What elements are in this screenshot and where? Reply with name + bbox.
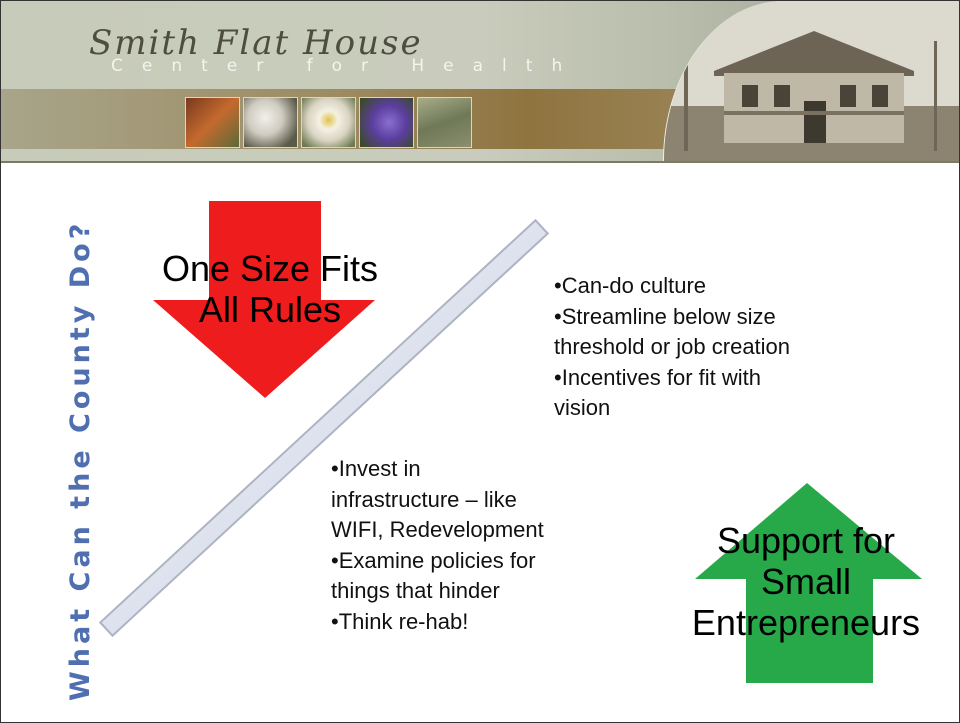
- header-banner: Smith Flat House Center for Health: [1, 1, 959, 163]
- red-down-arrow: [153, 201, 375, 398]
- green-up-arrow: [695, 483, 922, 683]
- banner-title: Smith Flat House: [89, 23, 423, 63]
- house-photo: [663, 1, 959, 161]
- red-arrow-label-line2: All Rules: [198, 289, 342, 330]
- upper-bullet-line: •Streamline below size: [554, 303, 776, 329]
- thumbnail-strip: [185, 97, 472, 148]
- thumbnail-purple-flower: [359, 97, 414, 148]
- thumbnail-autumn-leaves: [185, 97, 240, 148]
- lower-bullet-line: •Examine policies for: [331, 547, 536, 573]
- thumbnail-white-flowers: [243, 97, 298, 148]
- lower-bullet-list: •Invest in infrastructure – like WIFI, R…: [331, 454, 544, 637]
- red-arrow-label-line1: One Size Fits: [161, 248, 379, 289]
- lower-bullet-line: infrastructure – like: [331, 486, 517, 512]
- banner-subtitle: Center for Health: [111, 56, 582, 76]
- upper-bullet-line: threshold or job creation: [554, 334, 791, 359]
- lower-bullet-line: •Think re-hab!: [331, 608, 469, 634]
- upper-bullet-line: •Incentives for fit with: [554, 364, 762, 390]
- red-arrow-label: One Size Fits All Rules: [139, 248, 401, 330]
- upper-bullet-line: •Can-do culture: [554, 273, 707, 298]
- house-photo-image: [664, 1, 959, 161]
- lower-bullet-line: WIFI, Redevelopment: [331, 517, 544, 542]
- green-arrow-label-line1: Support for: [716, 520, 896, 561]
- green-arrow-label: Support for Small Entrepreneurs: [661, 520, 951, 643]
- upper-bullet-list: •Can-do culture •Streamline below size t…: [554, 271, 790, 424]
- upper-bullet-line: vision: [554, 395, 611, 420]
- green-arrow-label-line3: Entrepreneurs: [691, 602, 921, 643]
- thumbnail-grass: [417, 97, 472, 148]
- lower-bullet-line: •Invest in: [331, 456, 421, 481]
- lower-bullet-line: things that hinder: [331, 578, 500, 603]
- diagonal-divider: [98, 218, 550, 638]
- thumbnail-daisy: [301, 97, 356, 148]
- green-arrow-label-line2: Small: [760, 561, 852, 602]
